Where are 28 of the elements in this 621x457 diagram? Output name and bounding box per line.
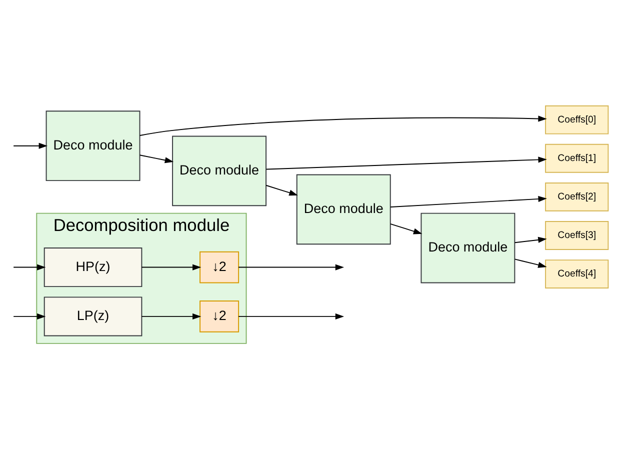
node-box: ↓2 [200, 300, 240, 332]
arrow [390, 223, 422, 234]
arrow [238, 313, 344, 320]
arrow [238, 264, 344, 270]
node-box: HP(z) [44, 248, 142, 288]
arrow [266, 156, 547, 170]
node-box: Deco module [296, 174, 391, 245]
node-box: Deco module [420, 212, 516, 284]
node-box: Coeffs[2] [545, 182, 609, 212]
node-box: LP(z) [44, 296, 142, 336]
arrow [266, 184, 298, 196]
node-box: Coeffs[0] [545, 105, 609, 134]
arrow [514, 236, 547, 244]
node-box: Coeffs[1] [545, 144, 609, 173]
arrow [390, 196, 547, 208]
arrow [141, 313, 202, 320]
arrow [13, 142, 48, 149]
arrow [139, 154, 174, 164]
node-box: Coeffs[4] [545, 260, 609, 288]
node-box: Deco module [172, 136, 267, 206]
arrow [13, 264, 46, 270]
node-box: Coeffs[3] [545, 221, 609, 250]
arrow [13, 313, 46, 320]
arrow [141, 264, 202, 270]
arrow [139, 116, 547, 136]
node-box: Deco module [46, 110, 140, 182]
node-box: ↓2 [200, 251, 240, 284]
arrow [514, 258, 547, 268]
